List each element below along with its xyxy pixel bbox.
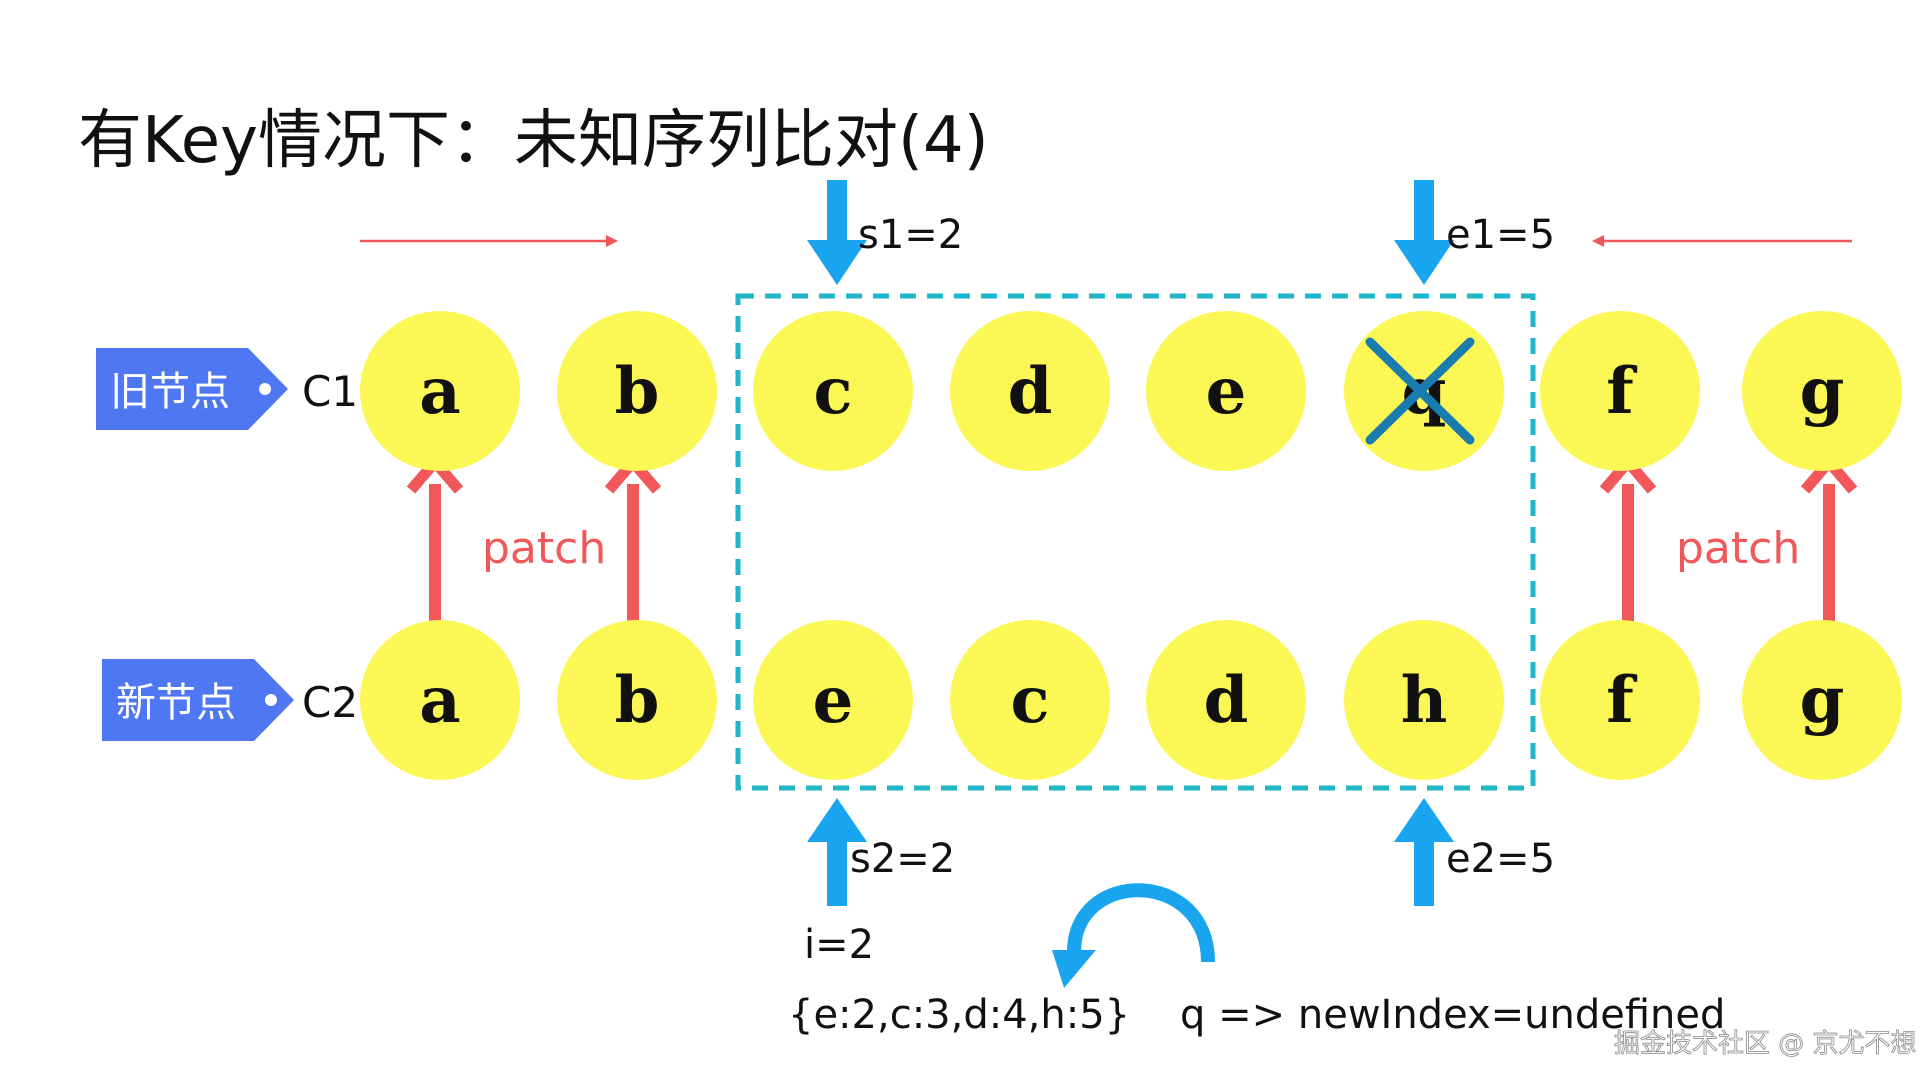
old-node-label: f	[1606, 354, 1637, 429]
s1-pointer-arrow	[807, 180, 867, 285]
old-node-3: d	[950, 311, 1110, 471]
patch-label-right: patch	[1676, 523, 1800, 574]
old-node-6: f	[1540, 311, 1700, 471]
e1-pointer-arrow	[1394, 180, 1454, 285]
new-node-3: c	[950, 620, 1110, 780]
old-nodes-tag-label: 旧节点	[110, 369, 230, 415]
old-node-4: e	[1146, 311, 1306, 471]
new-node-5: h	[1344, 620, 1504, 780]
s2-pointer-arrow	[807, 798, 867, 906]
e2-pointer-arrow	[1394, 798, 1454, 906]
old-node-label: d	[1008, 354, 1053, 429]
page-title: 有Key情况下：未知序列比对(4)	[78, 104, 989, 178]
new-node-label: c	[1011, 663, 1050, 738]
new-node-label: e	[813, 663, 854, 738]
new-node-label: d	[1204, 663, 1249, 738]
old-node-label: e	[1206, 354, 1247, 429]
e1-label: e1=5	[1446, 212, 1555, 258]
old-node-circle	[1146, 311, 1306, 471]
old-node-0: a	[360, 311, 520, 471]
old-node-row: abcdeqfg	[360, 311, 1902, 471]
new-node-label: g	[1800, 663, 1845, 738]
old-node-1: b	[557, 311, 717, 471]
old-row-label: C1	[302, 367, 358, 416]
e2-label: e2=5	[1446, 836, 1555, 882]
new-node-label: f	[1606, 663, 1637, 738]
new-nodes-tag-label: 新节点	[116, 680, 236, 726]
new-node-label: b	[615, 663, 660, 738]
old-node-circle	[360, 311, 520, 471]
old-node-7: g	[1742, 311, 1902, 471]
watermark: 掘金技术社区 @ 京尤不想	[1614, 1029, 1917, 1059]
new-node-2: e	[753, 620, 913, 780]
new-node-circle	[1146, 620, 1306, 780]
lookup-curve-arrow	[1052, 883, 1215, 988]
new-nodes-tag: 新节点	[102, 659, 294, 741]
old-node-circle	[1540, 311, 1700, 471]
new-node-6: f	[1540, 620, 1700, 780]
unknown-sequence-box	[735, 293, 1536, 791]
patch-arrow-g	[1800, 453, 1858, 632]
new-node-4: d	[1146, 620, 1306, 780]
new-node-circle	[1540, 620, 1700, 780]
new-row-label: C2	[302, 678, 358, 727]
new-node-label: a	[419, 663, 460, 738]
old-nodes-tag: 旧节点	[96, 348, 288, 430]
patch-arrow-f	[1599, 453, 1657, 632]
lookup-result: q => newIndex=undefined	[1180, 992, 1725, 1038]
new-node-circle	[1344, 620, 1504, 780]
new-node-circle	[557, 620, 717, 780]
s1-label: s1=2	[858, 212, 963, 258]
key-to-index-map: {e:2,c:3,d:4,h:5}	[788, 992, 1130, 1038]
patch-arrow-a	[406, 453, 464, 632]
old-node-label: b	[615, 354, 660, 429]
old-node-label: c	[814, 354, 853, 429]
patch-label-left: patch	[482, 523, 606, 574]
new-node-circle	[950, 620, 1110, 780]
new-node-label: h	[1401, 663, 1448, 738]
new-node-circle	[360, 620, 520, 780]
old-node-2: c	[753, 311, 913, 471]
new-node-1: b	[557, 620, 717, 780]
new-node-circle	[753, 620, 913, 780]
old-node-circle	[950, 311, 1110, 471]
old-node-label: g	[1800, 354, 1845, 429]
new-node-circle	[1742, 620, 1902, 780]
patch-arrow-b	[604, 453, 662, 632]
old-node-circle	[1742, 311, 1902, 471]
index-label: i=2	[804, 922, 874, 968]
old-node-circle	[557, 311, 717, 471]
old-node-label: a	[419, 354, 460, 429]
old-node-circle	[753, 311, 913, 471]
new-node-0: a	[360, 620, 520, 780]
removed-node-cross	[1365, 337, 1475, 445]
s2-label: s2=2	[850, 836, 955, 882]
new-node-7: g	[1742, 620, 1902, 780]
